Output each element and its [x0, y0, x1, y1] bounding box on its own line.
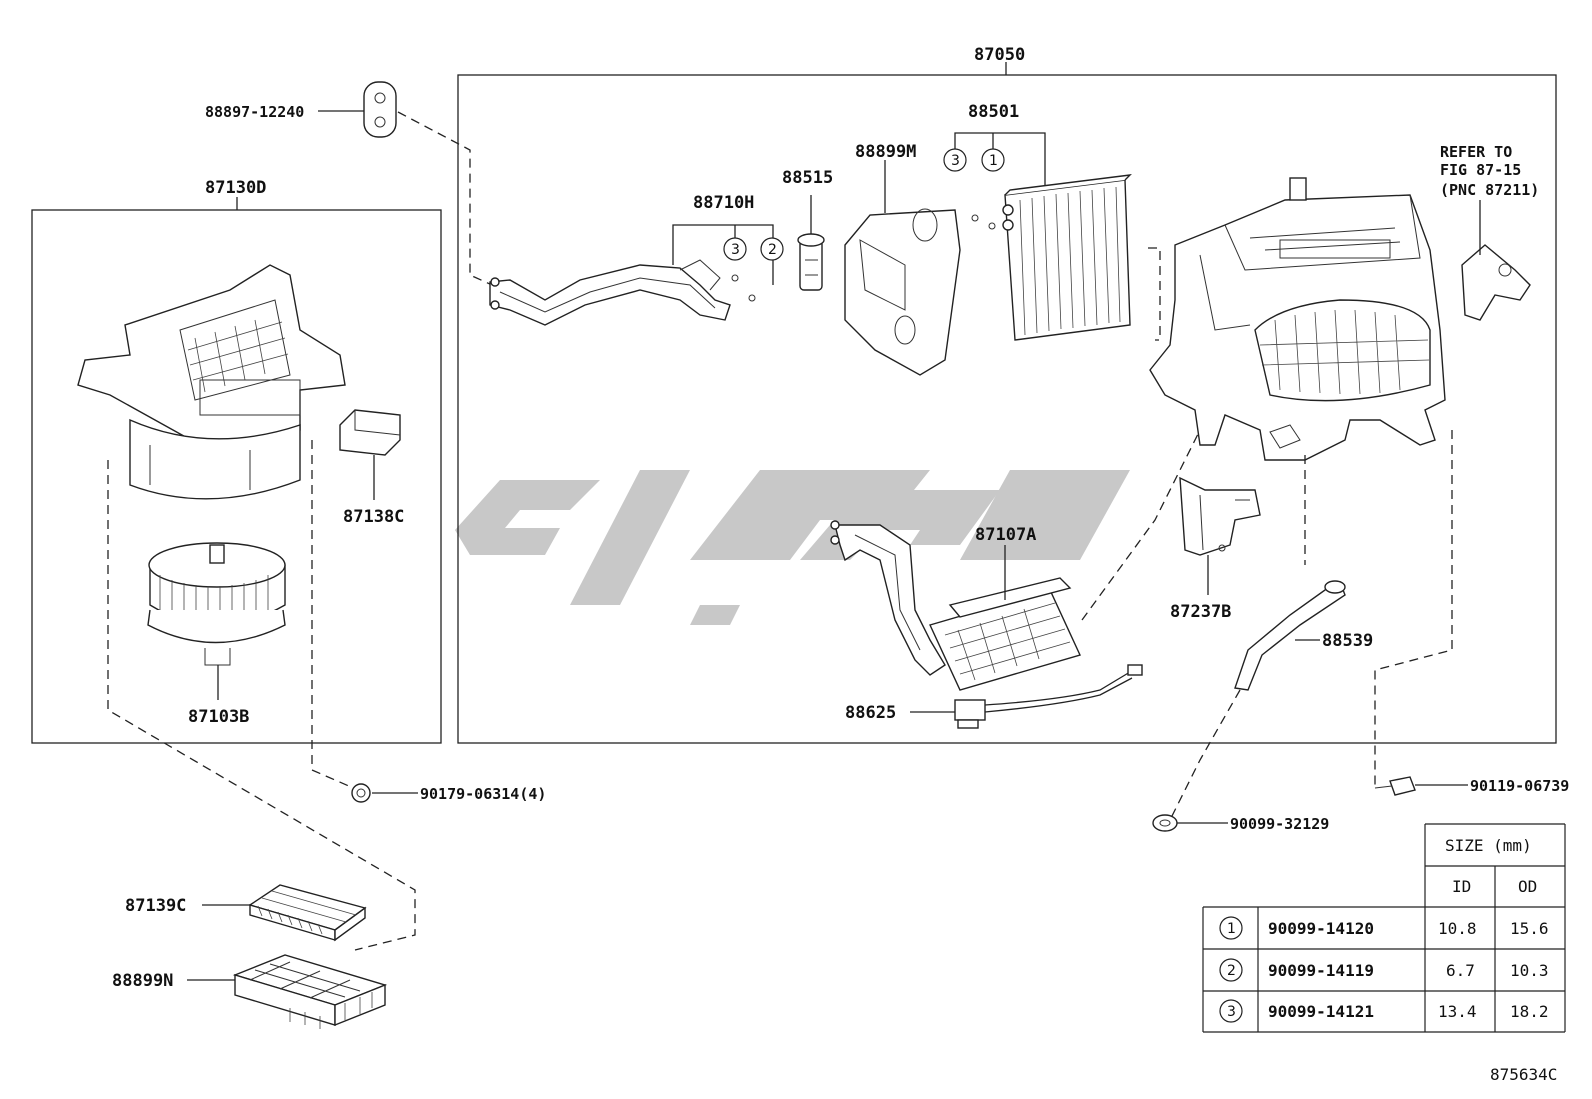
part-88899M-case — [844, 208, 961, 376]
callout-2-tubes — [760, 237, 784, 261]
part-88625-sensor — [954, 664, 1143, 729]
callout-3-tubes — [723, 237, 747, 261]
table-row-part: 90099-14121 — [1268, 1002, 1374, 1021]
table-col-od: OD — [1518, 877, 1537, 896]
figure-code: 875634C — [1490, 1065, 1557, 1084]
label-90119-06739: 90119-06739 — [1470, 777, 1569, 795]
part-hvac-unit — [1149, 177, 1446, 461]
part-87237B-bracket — [1179, 476, 1261, 556]
part-blower-housing — [77, 264, 346, 500]
table-row-id: 13.4 — [1438, 1002, 1477, 1021]
size-table: SIZE (mm) ID OD 1 90099-14120 10.8 15.6 … — [1202, 823, 1566, 1033]
label-88539: 88539 — [1322, 631, 1373, 651]
label-87103B: 87103B — [188, 707, 249, 727]
table-row-id: 6.7 — [1446, 961, 1475, 980]
part-87138C-resistor — [339, 409, 401, 456]
callout-1-evaporator — [981, 148, 1005, 172]
part-88710H-tubes — [489, 259, 731, 326]
label-90099-32129: 90099-32129 — [1230, 815, 1329, 833]
part-88899N-filter-frame — [232, 954, 388, 1029]
svg-text:2: 2 — [768, 242, 777, 258]
label-87107A: 87107A — [975, 525, 1036, 545]
label-88897-12240: 88897-12240 — [205, 103, 304, 121]
part-88897-bracket — [363, 81, 397, 138]
label-87237B: 87237B — [1170, 602, 1231, 622]
label-90179-06314: 90179-06314(4) — [420, 785, 546, 803]
table-row-ref: 3 — [1227, 1004, 1236, 1020]
table-row-od: 18.2 — [1510, 1002, 1549, 1021]
table-col-id: ID — [1452, 877, 1471, 896]
part-88539-drain-hose — [1234, 580, 1346, 691]
table-row-ref: 2 — [1227, 963, 1236, 979]
table-row-part: 90099-14120 — [1268, 919, 1374, 938]
refer-line-1: REFER TO — [1440, 143, 1512, 161]
table-row-od: 15.6 — [1510, 919, 1549, 938]
part-88515-expansion-valve — [797, 233, 825, 291]
part-88501-evaporator — [1002, 174, 1132, 341]
table-row-ref: 1 — [1227, 921, 1236, 937]
part-87107A-heater-core — [830, 520, 1081, 691]
assembly-87050-box — [457, 74, 1557, 744]
refer-line-3: (PNC 87211) — [1440, 181, 1539, 199]
label-88899M: 88899M — [855, 142, 916, 162]
label-87139C: 87139C — [125, 896, 186, 916]
svg-text:1: 1 — [989, 153, 998, 169]
part-90179-nut — [351, 783, 371, 803]
table-header-size: SIZE (mm) — [1445, 836, 1532, 855]
part-90119-screw — [1374, 776, 1416, 796]
table-row-part: 90099-14119 — [1268, 961, 1374, 980]
table-row-od: 10.3 — [1510, 961, 1549, 980]
part-87139C-filter — [248, 884, 367, 942]
label-88625: 88625 — [845, 703, 896, 723]
part-87211-servo — [1461, 244, 1531, 321]
label-88501: 88501 — [968, 102, 1019, 122]
svg-text:3: 3 — [951, 153, 960, 169]
label-88710H: 88710H — [693, 193, 754, 213]
svg-text:3: 3 — [731, 242, 740, 258]
part-90099-32129-grommet — [1152, 814, 1178, 832]
label-88515: 88515 — [782, 168, 833, 188]
table-row-id: 10.8 — [1438, 919, 1477, 938]
label-87138C: 87138C — [343, 507, 404, 527]
label-88899N: 88899N — [112, 971, 173, 991]
part-87103B-blower-motor — [147, 542, 286, 666]
refer-line-2: FIG 87-15 — [1440, 161, 1521, 179]
label-87050: 87050 — [974, 45, 1025, 65]
label-87130D: 87130D — [205, 178, 266, 198]
callout-3-evaporator — [943, 148, 967, 172]
